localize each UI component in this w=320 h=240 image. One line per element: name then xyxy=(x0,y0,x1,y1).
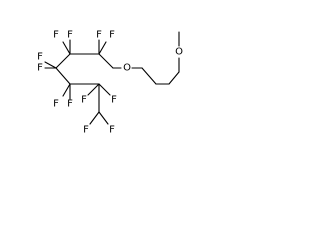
atom-o2: O xyxy=(175,47,183,58)
atom-f1: F xyxy=(67,30,73,41)
bond-c6-f9 xyxy=(87,83,100,96)
atom-f4: F xyxy=(109,30,115,41)
bond-c10-c11 xyxy=(168,71,180,85)
atom-f8: F xyxy=(53,99,59,110)
atom-f7: F xyxy=(67,99,73,110)
bond-c6-f10 xyxy=(98,83,111,96)
bond-c4-f6 xyxy=(44,61,57,69)
atom-f3: F xyxy=(96,30,102,41)
atom-f12: F xyxy=(109,125,115,136)
atom-f6: F xyxy=(37,52,43,63)
bond-c2-f4 xyxy=(98,41,107,55)
bonds xyxy=(44,31,180,125)
bond-c4-c5 xyxy=(55,67,71,85)
bond-c2-c3 xyxy=(98,53,114,69)
atom-f2: F xyxy=(53,30,59,41)
atom-f10: F xyxy=(111,95,117,106)
bond-c8-c9 xyxy=(141,67,157,85)
atom-labels: F F F F F F F F F F F F O O xyxy=(37,30,183,136)
bond-c1-c4 xyxy=(55,53,71,69)
bond-c7-f11 xyxy=(89,111,100,125)
structure-diagram: F F F F F F F F F F F F O O xyxy=(37,30,183,136)
atom-o1: O xyxy=(123,63,131,74)
atom-f11: F xyxy=(83,125,89,136)
atom-f5: F xyxy=(37,63,43,74)
bond-c1-f2 xyxy=(62,41,71,55)
bond-c7-f12 xyxy=(98,111,109,125)
bond-c5-f8 xyxy=(62,83,71,97)
atom-f9: F xyxy=(81,95,87,106)
